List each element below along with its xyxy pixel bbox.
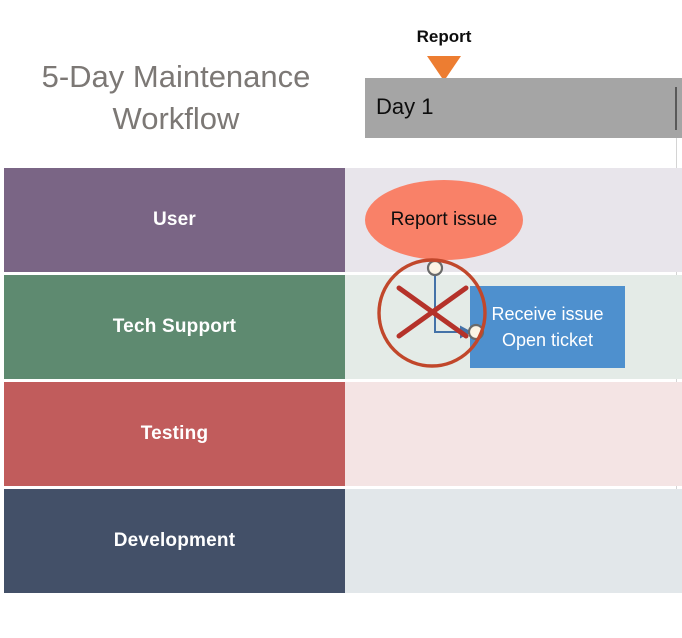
- node-receive-issue-line-2: Open ticket: [501, 329, 594, 350]
- swimlane-label-tech-support: Tech Support: [4, 275, 345, 379]
- page-title: 5-Day Maintenance Workflow: [41, 59, 311, 136]
- swimlane-label-testing: Testing: [4, 382, 345, 486]
- swimlane-body-testing: [345, 382, 682, 486]
- down-triangle-icon: [427, 56, 461, 81]
- column-handle-divider: [675, 87, 677, 130]
- report-marker-label: Report: [416, 27, 472, 46]
- timeline-column-day-1[interactable]: Day 1: [365, 78, 682, 138]
- node-receive-issue-line-1: Receive issue: [491, 303, 604, 324]
- node-receive-issue[interactable]: Receive issue Open ticket: [470, 286, 625, 368]
- swimlane-body-development: [345, 489, 682, 593]
- swimlane-label-development: Development: [4, 489, 345, 593]
- swimlane-tech-support[interactable]: Tech Support: [0, 275, 682, 379]
- swimlane-label-user: User: [4, 168, 345, 272]
- node-report-issue[interactable]: Report issue: [365, 180, 523, 260]
- swimlane-testing[interactable]: Testing: [0, 382, 682, 486]
- swimlane-user[interactable]: User: [0, 168, 682, 272]
- timeline-column-label: Day 1: [376, 94, 434, 119]
- node-report-issue-label: Report issue: [390, 209, 498, 230]
- swimlane-development[interactable]: Development: [0, 489, 682, 593]
